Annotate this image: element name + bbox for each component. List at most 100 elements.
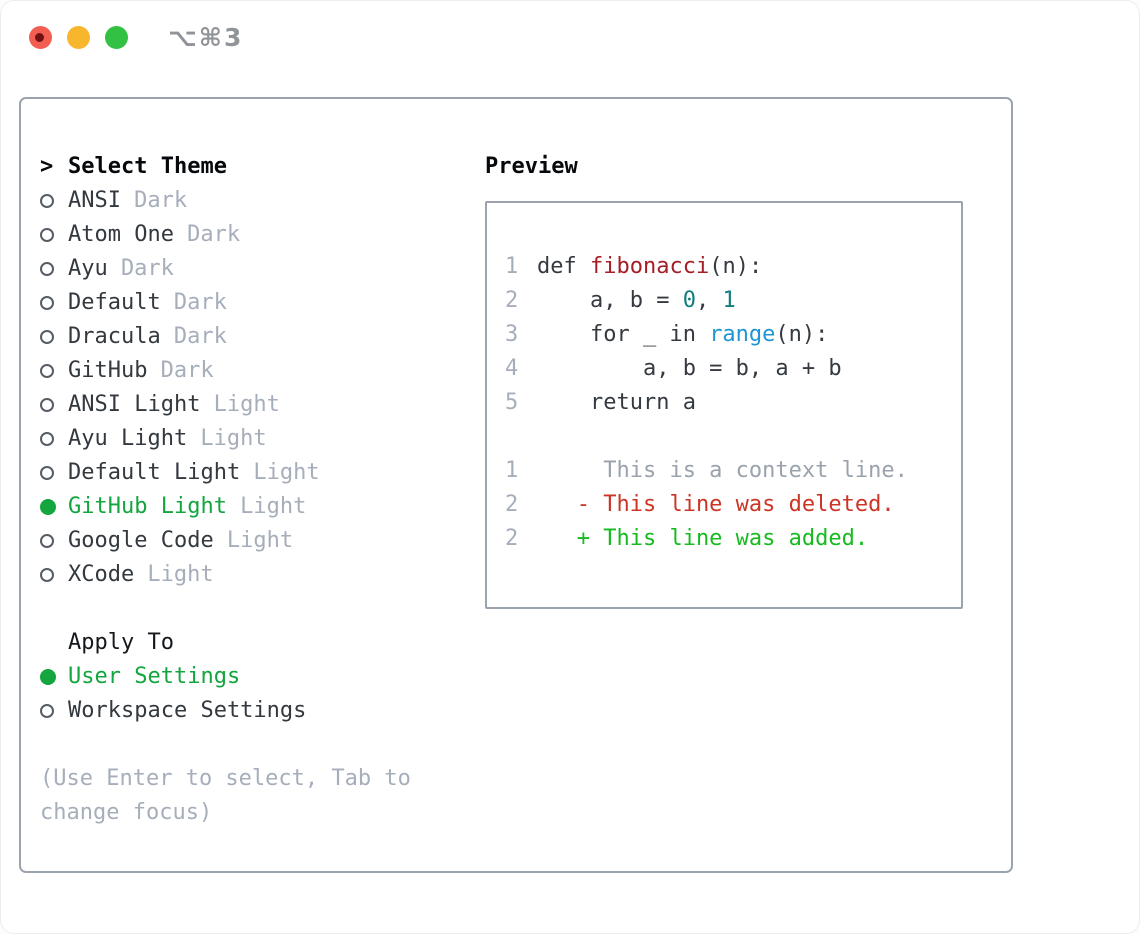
code-token: - This line was deleted. xyxy=(537,492,895,517)
theme-item-ayu-dark[interactable]: Ayu Dark xyxy=(40,252,485,286)
code-token: range xyxy=(709,322,776,347)
window-shortcut-label: ⌥⌘3 xyxy=(168,23,244,52)
theme-item-label: Default Light xyxy=(68,460,241,485)
keyboard-hint: (Use Enter to select, Tab to change focu… xyxy=(40,766,411,825)
apply-option-user-settings[interactable]: User Settings xyxy=(40,660,485,694)
radio-icon xyxy=(40,568,68,582)
maximize-button[interactable] xyxy=(105,26,128,49)
theme-item-ansi-dark[interactable]: ANSI Dark xyxy=(40,184,485,218)
theme-variant-label: Dark xyxy=(173,290,227,315)
theme-variant-label: Dark xyxy=(173,324,227,349)
theme-item-label: Ayu xyxy=(68,256,108,281)
theme-item-label: GitHub xyxy=(68,358,148,383)
theme-item-github-light-light[interactable]: GitHub Light Light xyxy=(40,490,485,524)
radio-icon xyxy=(40,330,68,344)
close-button[interactable] xyxy=(29,26,52,49)
minimize-button[interactable] xyxy=(67,26,90,49)
line-number: 2 xyxy=(505,492,519,517)
close-dot-icon xyxy=(35,33,44,42)
blank-line xyxy=(505,420,943,454)
theme-item-xcode-light[interactable]: XCode Light xyxy=(40,558,485,592)
line-number: 2 xyxy=(505,526,519,551)
theme-variant-label: Light xyxy=(147,562,214,587)
code-token: (n): xyxy=(775,322,829,347)
code-token: for _ in xyxy=(537,322,710,347)
line-number: 4 xyxy=(505,356,519,381)
code-token: 1 xyxy=(722,288,736,313)
theme-item-label: ANSI Light xyxy=(68,392,201,417)
radio-icon xyxy=(40,466,68,480)
code-token: 0 xyxy=(682,288,696,313)
line-number: 5 xyxy=(505,390,519,415)
theme-item-label: ANSI xyxy=(68,188,121,213)
code-line: 5 return a xyxy=(505,386,943,420)
apply-to-header: Apply To xyxy=(40,626,485,660)
theme-item-google-code-light[interactable]: Google Code Light xyxy=(40,524,485,558)
theme-variant-label: Light xyxy=(226,528,294,553)
code-line: 4 a, b = b, a + b xyxy=(505,352,943,386)
radio-icon xyxy=(40,398,68,412)
line-number: 2 xyxy=(505,288,519,313)
radio-icon xyxy=(40,704,68,718)
theme-variant-label: Light xyxy=(253,460,320,485)
radio-icon xyxy=(40,194,68,208)
code-token: return a xyxy=(537,390,696,415)
line-number: 3 xyxy=(505,322,519,347)
select-theme-title: Select Theme xyxy=(68,154,227,179)
apply-option-label: Workspace Settings xyxy=(68,698,307,723)
code-token: + This line was added. xyxy=(537,526,869,551)
apply-option-label: User Settings xyxy=(68,664,241,689)
radio-icon xyxy=(40,296,68,310)
theme-item-label: Google Code xyxy=(68,528,214,553)
theme-item-label: Ayu Light xyxy=(68,426,188,451)
theme-variant-label: Light xyxy=(200,426,267,451)
spacer xyxy=(40,728,485,762)
code-line: 2 a, b = 0, 1 xyxy=(505,284,943,318)
theme-variant-label: Dark xyxy=(187,222,241,247)
theme-variant-label: Dark xyxy=(160,358,214,383)
context-line: 1 This is a context line. xyxy=(505,454,943,488)
theme-item-ayu-light-light[interactable]: Ayu Light Light xyxy=(40,422,485,456)
theme-item-default-light-light[interactable]: Default Light Light xyxy=(40,456,485,490)
theme-item-github-dark[interactable]: GitHub Dark xyxy=(40,354,485,388)
theme-item-ansi-light-light[interactable]: ANSI Light Light xyxy=(40,388,485,422)
theme-item-label: Default xyxy=(68,290,161,315)
code-token: a, b = xyxy=(537,288,683,313)
radio-icon xyxy=(40,228,68,242)
theme-item-default-dark[interactable]: Default Dark xyxy=(40,286,485,320)
radio-icon xyxy=(40,262,68,276)
theme-variant-label: Light xyxy=(240,494,307,519)
line-number: 1 xyxy=(505,254,519,279)
spacer xyxy=(40,592,485,626)
line-number: 1 xyxy=(505,458,519,483)
deleted-line: 2 - This line was deleted. xyxy=(505,488,943,522)
apply-option-workspace-settings[interactable]: Workspace Settings xyxy=(40,694,485,728)
code-token: (n): xyxy=(709,254,763,279)
theme-item-label: XCode xyxy=(68,562,135,587)
theme-variant-label: Dark xyxy=(120,256,174,281)
code-token: a, b = b, a + b xyxy=(537,356,842,381)
code-token: fibonacci xyxy=(589,254,710,279)
code-line: 3 for _ in range(n): xyxy=(505,318,943,352)
theme-variant-label: Dark xyxy=(134,188,188,213)
prompt-icon: > xyxy=(40,154,54,179)
select-theme-header: > Select Theme xyxy=(40,150,485,184)
line-number xyxy=(505,420,537,454)
code-token: def xyxy=(537,254,590,279)
radio-icon xyxy=(40,432,68,446)
preview-header: Preview xyxy=(485,154,578,179)
theme-variant-label: Light xyxy=(213,392,280,417)
added-line: 2 + This line was added. xyxy=(505,522,943,556)
theme-item-label: GitHub Light xyxy=(68,494,227,519)
radio-selected-icon xyxy=(40,669,68,685)
code-token: This is a context line. xyxy=(537,458,908,483)
code-line: 1 def fibonacci(n): xyxy=(505,250,943,284)
